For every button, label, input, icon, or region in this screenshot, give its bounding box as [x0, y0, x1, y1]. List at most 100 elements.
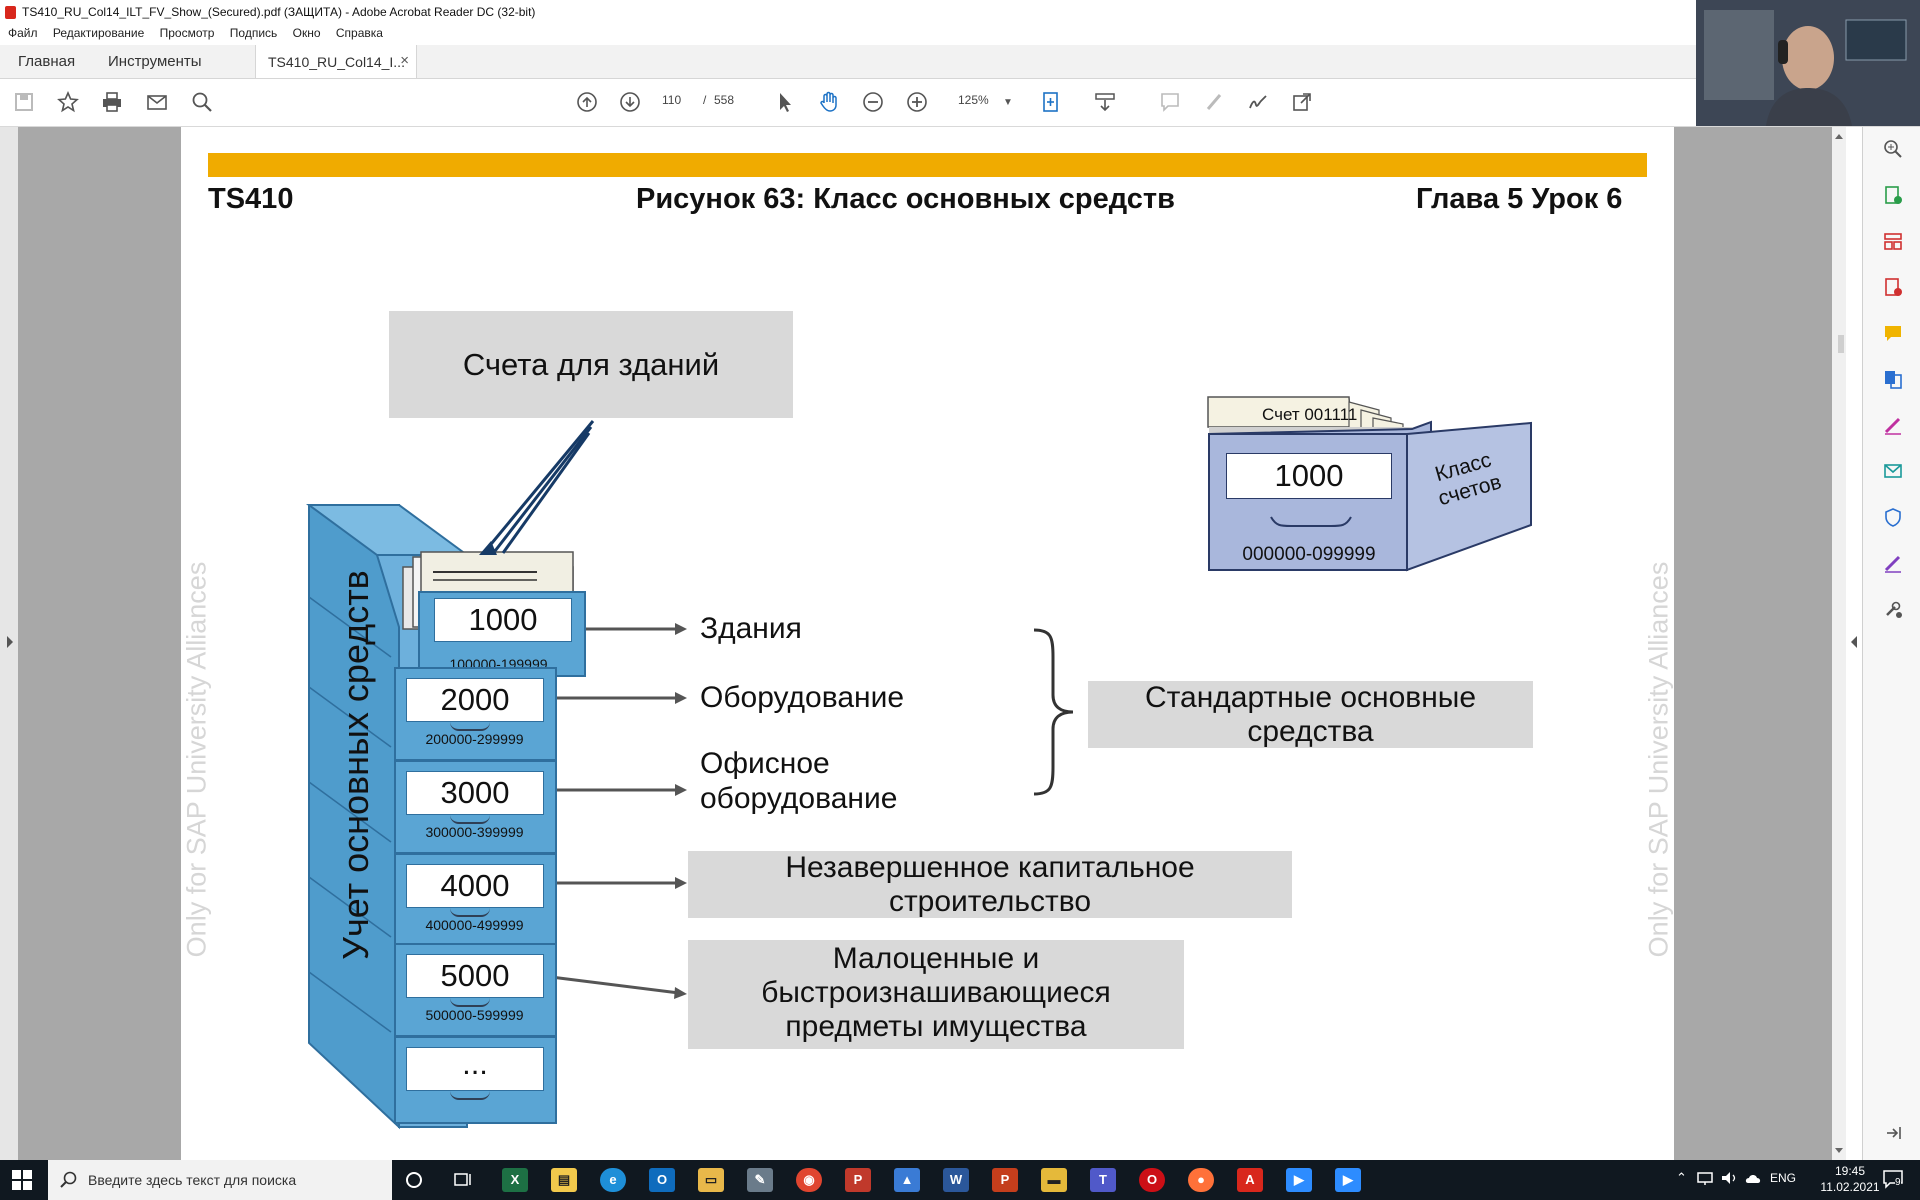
zoom-tool-icon[interactable]: [1883, 139, 1903, 159]
fill-sign-icon[interactable]: [1883, 415, 1903, 435]
current-page-field[interactable]: 110: [662, 93, 682, 107]
task-view-icon[interactable]: [453, 1170, 473, 1195]
tab-document[interactable]: TS410_RU_Col14_I... ×: [255, 45, 417, 78]
share-icon[interactable]: [1289, 91, 1315, 115]
hand-icon[interactable]: [816, 91, 842, 115]
language-indicator[interactable]: ENG: [1770, 1171, 1797, 1185]
file-explorer-icon[interactable]: ▭: [698, 1168, 724, 1192]
save-icon[interactable]: [11, 91, 37, 115]
acrobat-taskbar-icon[interactable]: A: [1237, 1168, 1263, 1192]
tab-document-label: TS410_RU_Col14_I...: [268, 54, 405, 70]
collapse-panel-icon[interactable]: [1883, 1123, 1903, 1143]
app-yellow-icon[interactable]: ▬: [1041, 1168, 1067, 1192]
firefox-icon[interactable]: ●: [1188, 1168, 1214, 1192]
zoom-level[interactable]: 125%: [958, 93, 989, 107]
comment-icon[interactable]: [1157, 91, 1183, 115]
drawer-number: 5000: [406, 954, 544, 998]
windows-icon[interactable]: [12, 1170, 32, 1195]
drawer-number: 2000: [406, 678, 544, 722]
chrome-icon[interactable]: ◉: [796, 1168, 822, 1192]
highlight-icon[interactable]: [1201, 91, 1227, 115]
onedrive-icon[interactable]: [1744, 1169, 1764, 1192]
fit-page-icon[interactable]: [1038, 91, 1064, 115]
tab-tools[interactable]: Инструменты: [108, 53, 202, 70]
header-accent-bar: [208, 153, 1647, 177]
create-pdf-icon[interactable]: [1883, 277, 1903, 297]
mail-icon[interactable]: [144, 91, 170, 115]
drawer-more: ...: [394, 1036, 557, 1124]
category-buildings: Здания: [700, 612, 802, 645]
zoom-out-icon[interactable]: [860, 91, 886, 115]
search-icon[interactable]: [189, 91, 215, 115]
app-red-icon[interactable]: P: [845, 1168, 871, 1192]
taskbar-search-box[interactable]: Введите здесь текст для поиска: [48, 1160, 392, 1200]
file-box-number: 1000: [1226, 453, 1392, 499]
menu-file[interactable]: Файл: [8, 26, 38, 40]
vertical-scrollbar[interactable]: [1832, 127, 1846, 1160]
menu-view[interactable]: Просмотр: [159, 26, 215, 40]
drawer-handle: [450, 908, 490, 917]
tab-home[interactable]: Главная: [18, 53, 76, 70]
standard-assets-box: Стандартные основные средства: [1088, 681, 1533, 748]
scrollbar-thumb[interactable]: [1838, 335, 1844, 353]
teams-icon[interactable]: T: [1090, 1168, 1116, 1192]
excel-icon[interactable]: X: [502, 1168, 528, 1192]
opera-icon[interactable]: O: [1139, 1168, 1165, 1192]
cursor-icon[interactable]: [772, 91, 798, 115]
send-for-review-icon[interactable]: [1883, 461, 1903, 481]
app-icon[interactable]: ✎: [747, 1168, 773, 1192]
page-up-icon[interactable]: [574, 91, 600, 115]
grouping-brace: [1033, 628, 1074, 796]
system-clock[interactable]: 19:45 11.02.2021: [1820, 1163, 1880, 1195]
menu-help[interactable]: Справка: [335, 26, 383, 40]
star-icon[interactable]: [55, 90, 81, 115]
comment-tool-icon[interactable]: [1883, 323, 1903, 343]
zoom-meeting-icon[interactable]: ▶: [1335, 1168, 1361, 1192]
store-icon[interactable]: ▤: [551, 1168, 577, 1192]
lvas-line3: предметы имущества: [785, 1010, 1087, 1043]
tray-chevron-icon[interactable]: ⌃: [1676, 1170, 1687, 1185]
menu-window[interactable]: Окно: [292, 26, 321, 40]
clock-date: 11.02.2021: [1820, 1180, 1880, 1194]
zoom-in-icon[interactable]: [904, 91, 930, 115]
combine-files-icon[interactable]: [1883, 369, 1903, 389]
notifications-icon[interactable]: 9: [1882, 1168, 1904, 1195]
scroll-mode-icon[interactable]: [1092, 91, 1118, 115]
zoom-app-icon[interactable]: ▶: [1286, 1168, 1312, 1192]
drawer-range: 500000-599999: [425, 1007, 524, 1023]
menu-sign[interactable]: Подпись: [229, 26, 278, 40]
drawer-4000: 4000 400000-499999: [394, 853, 557, 947]
total-pages: 558: [714, 93, 735, 107]
taskbar-search-icon: [60, 1171, 77, 1188]
course-code: TS410: [208, 183, 294, 215]
request-signature-icon[interactable]: [1883, 553, 1903, 573]
app-blue-icon[interactable]: ▲: [894, 1168, 920, 1192]
drawer-handle: [450, 815, 490, 824]
network-icon[interactable]: [1696, 1169, 1714, 1192]
sign-icon[interactable]: [1245, 91, 1271, 115]
more-tools-icon[interactable]: [1883, 599, 1903, 619]
word-icon[interactable]: W: [943, 1168, 969, 1192]
account-card-label: Счет 001111: [1262, 405, 1358, 424]
left-panel-toggle[interactable]: [0, 127, 18, 1160]
chapter-lesson: Глава 5 Урок 6: [1416, 183, 1623, 215]
export-pdf-icon[interactable]: [1883, 185, 1903, 205]
cortana-icon[interactable]: [404, 1170, 424, 1195]
protect-shield-icon[interactable]: [1883, 507, 1903, 527]
powerpoint-icon[interactable]: P: [992, 1168, 1018, 1192]
print-icon[interactable]: [99, 91, 125, 115]
auc-line1: Незавершенное капитальное: [785, 851, 1195, 884]
edge-icon[interactable]: e: [600, 1168, 626, 1192]
organize-pages-icon[interactable]: [1883, 231, 1903, 251]
menu-edit[interactable]: Редактирование: [52, 26, 145, 40]
page-down-icon[interactable]: [617, 91, 643, 115]
drawer-5000: 5000 500000-599999: [394, 943, 557, 1037]
auc-line2: строительство: [888, 885, 1092, 918]
zoom-dropdown-chevron-icon[interactable]: ▼: [1003, 97, 1013, 108]
right-panel-collapse-icon[interactable]: [1846, 632, 1862, 652]
volume-icon[interactable]: [1720, 1169, 1738, 1192]
close-tab-icon[interactable]: ×: [400, 52, 409, 69]
drawer-range: 400000-499999: [425, 917, 524, 933]
page-separator: /: [703, 93, 707, 107]
outlook-icon[interactable]: O: [649, 1168, 675, 1192]
